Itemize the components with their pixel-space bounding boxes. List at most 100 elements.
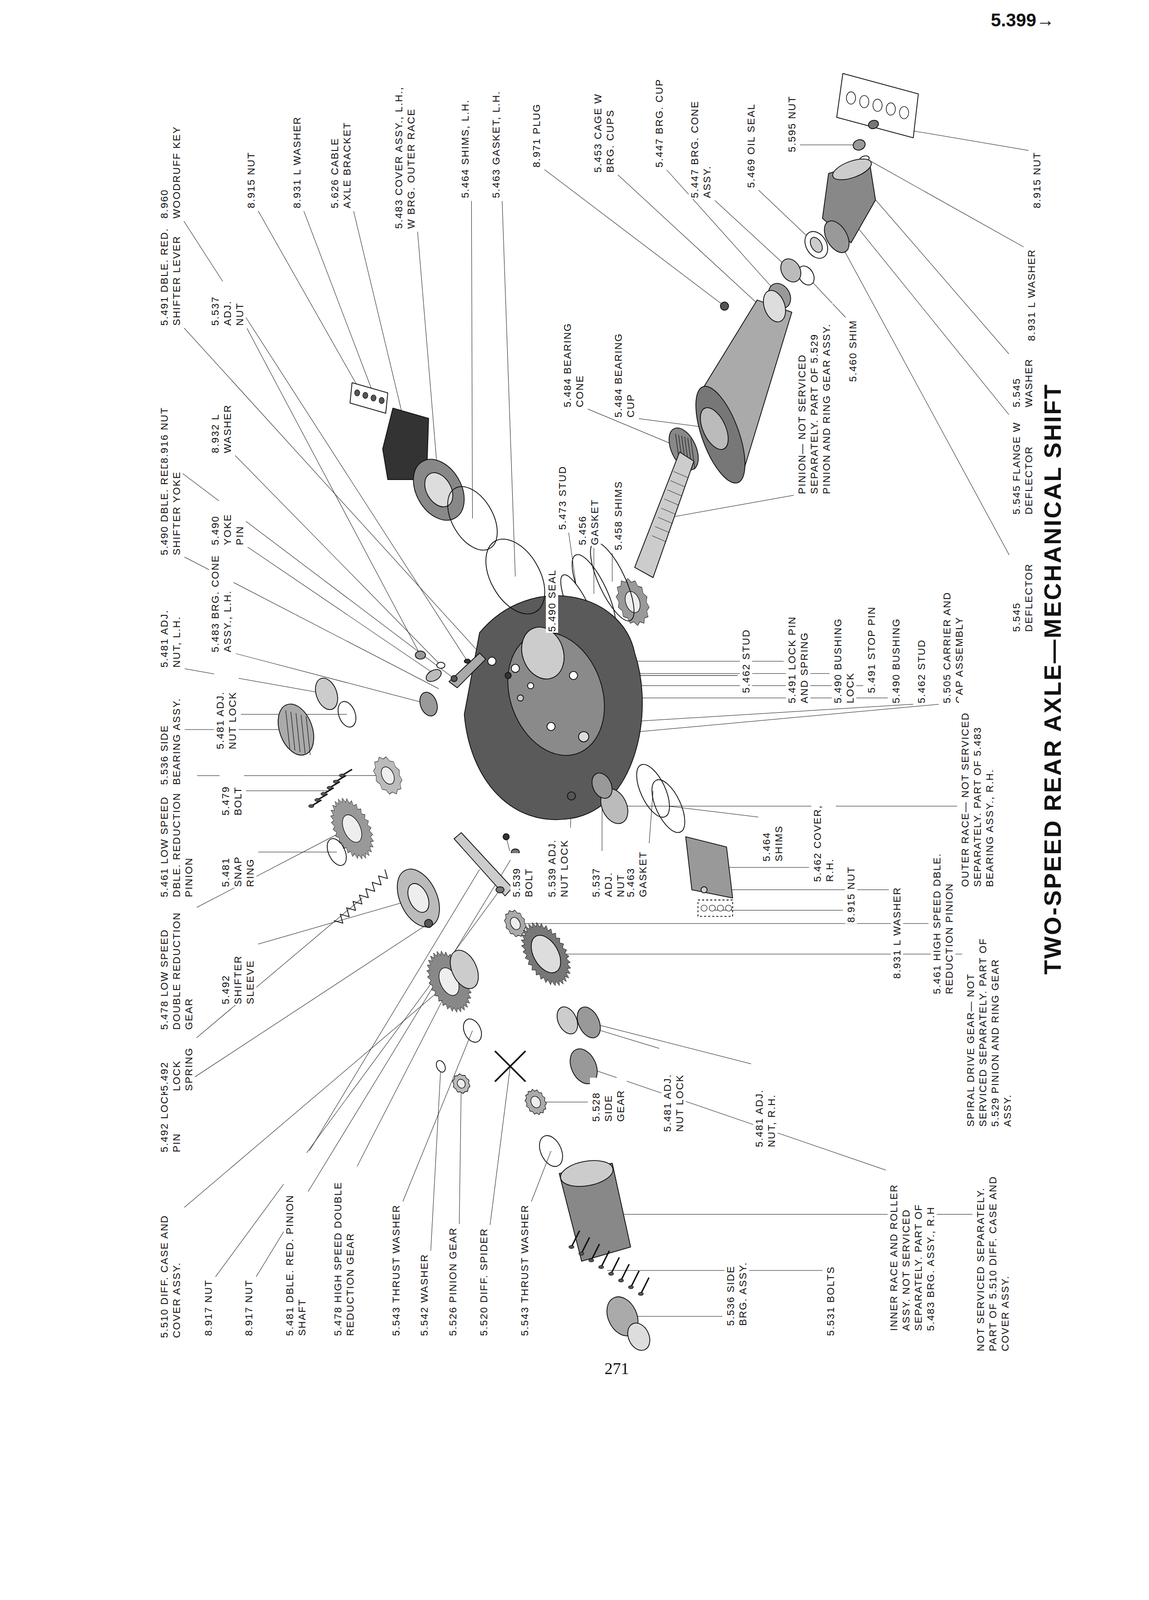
part-label: 5.460 SHIM: [846, 319, 860, 383]
part-ellipse: [807, 235, 825, 255]
leader-line: [612, 553, 613, 582]
leader-line: [246, 328, 421, 655]
part-label: 5.479 BOLT: [219, 771, 245, 817]
leader-line: [184, 668, 327, 694]
part-ellipse: [588, 769, 616, 802]
part-ellipse: [859, 95, 869, 108]
part-label: 5.492 LOCK SPRING: [158, 1039, 195, 1092]
part-ellipse: [534, 1131, 568, 1170]
part-line: [670, 480, 685, 487]
part-label: 5.543 THRUST WASHER: [389, 1203, 403, 1337]
part-label: 5.484 BEARING CUP: [612, 327, 637, 419]
part-ellipse: [362, 392, 368, 399]
part-label: 5.481 DBLE. RED. PINION SHAFT: [283, 1152, 309, 1337]
leader-line: [215, 889, 500, 1277]
part-line: [581, 1237, 590, 1254]
part-line: [285, 709, 290, 749]
part-ellipse: [776, 254, 805, 286]
leader-line: [234, 455, 441, 665]
part-ellipse: [717, 904, 724, 911]
part-line: [290, 711, 295, 751]
part-label: 5.520 DIFF. SPIDER: [477, 1226, 490, 1337]
part-label: 5.595 NUT: [785, 94, 799, 153]
part-label: 5.536 SIDE BEARING ASSY.: [158, 679, 183, 786]
part-ellipse: [572, 1003, 605, 1042]
part-ellipse: [450, 675, 457, 682]
part-label: 8.932 L WASHER: [209, 385, 234, 455]
part-line: [601, 1250, 610, 1268]
part-label: 5.543 THRUST WASHER: [518, 1203, 531, 1337]
part-line: [300, 714, 305, 754]
nut-row-box: [698, 899, 733, 917]
part-line: [652, 535, 667, 542]
part-ellipse: [424, 919, 433, 928]
part-label: 5.542 WASHER: [418, 1252, 431, 1337]
part-ellipse: [444, 945, 485, 994]
leader-line: [309, 869, 480, 1151]
part-ellipse: [487, 657, 496, 666]
part-ellipse: [514, 621, 571, 685]
part-ellipse: [569, 671, 578, 680]
leader-line: [258, 851, 337, 853]
part-ellipse: [333, 779, 339, 784]
part-line: [620, 1263, 630, 1281]
part-ellipse: [608, 1272, 614, 1276]
part-line: [295, 713, 300, 752]
part-ellipse: [403, 879, 434, 916]
part-label: 5.464 SHIMS: [760, 817, 785, 863]
leader-line: [184, 923, 429, 1085]
part-label: 5.492 SHIFTER SLEEVE: [219, 944, 257, 1005]
part-line: [664, 499, 679, 505]
part-label: 5.478 HIGH SPEED DOUBLE REDUCTION GEAR: [331, 1168, 357, 1337]
part-ellipse: [867, 119, 880, 131]
pinion-shaft: [634, 451, 694, 578]
part-ellipse: [800, 227, 833, 263]
part-ellipse: [527, 682, 534, 689]
part-label: 5.490 SEAL: [545, 568, 559, 633]
leader-line: [471, 200, 473, 519]
part-ellipse: [327, 786, 333, 790]
part-label: 8.931 L WASHER: [890, 885, 904, 980]
part-label: 5.505 CARRIER AND CAP ASSEMBLY: [940, 566, 966, 705]
part-ellipse: [700, 904, 707, 911]
part-ellipse: [339, 774, 345, 778]
part-label: 8.915 NUT: [1030, 150, 1044, 210]
part-label: PINION— NOT SERVICED SEPARATELY. PART OF…: [795, 303, 833, 495]
part-ellipse: [504, 672, 511, 679]
part-label: 5.483 COVER ASSY., L.H., W BRG. OUTER RA…: [392, 84, 418, 230]
part-ellipse: [455, 1077, 467, 1090]
part-label: 5.537 ADJ. NUT: [209, 281, 246, 327]
part-label: 5.545 WASHER: [1010, 355, 1035, 409]
part-label: 5.462 STUD: [739, 628, 753, 695]
part-line: [661, 508, 676, 515]
part-ellipse: [517, 694, 524, 701]
diagram-title: TWO-SPEED REAR AXLE—MECHANICAL SHIFT: [1039, 383, 1067, 975]
part-label: INNER RACE AND ROLLER ASSY. NOT SERVICED…: [887, 1170, 937, 1332]
part-label: OUTER RACE— NOT SERVICED SEPARATELY. PAR…: [959, 695, 996, 888]
part-ellipse: [334, 699, 360, 730]
shifter-lever: [449, 653, 486, 688]
parts-group: [271, 73, 919, 1354]
gear-symbol: [321, 791, 383, 866]
part-ellipse: [379, 397, 385, 404]
part-label: 5.447 BRG. CUP: [653, 77, 666, 169]
part-ellipse: [323, 835, 350, 869]
part-ellipse: [629, 759, 677, 822]
part-label: 5.528 SIDE GEAR: [589, 1077, 627, 1123]
leader-line: [714, 909, 844, 911]
part-ellipse: [628, 1285, 634, 1289]
part-ellipse: [851, 138, 867, 152]
part-ellipse: [459, 1015, 485, 1045]
part-ellipse: [725, 904, 732, 911]
part-ellipse: [464, 659, 471, 664]
leader-line: [172, 465, 455, 679]
leader-line: [846, 214, 1009, 415]
part-line: [610, 1257, 620, 1274]
leader-line: [402, 1030, 473, 1202]
leader-line: [184, 220, 468, 661]
part-label: 5.626 CABLE AXLE BRACKET: [328, 109, 354, 210]
leader-line: [303, 210, 380, 410]
part-ellipse: [546, 722, 555, 731]
part-ellipse: [271, 699, 320, 760]
part-label: 5.463 GASKET: [624, 845, 650, 899]
